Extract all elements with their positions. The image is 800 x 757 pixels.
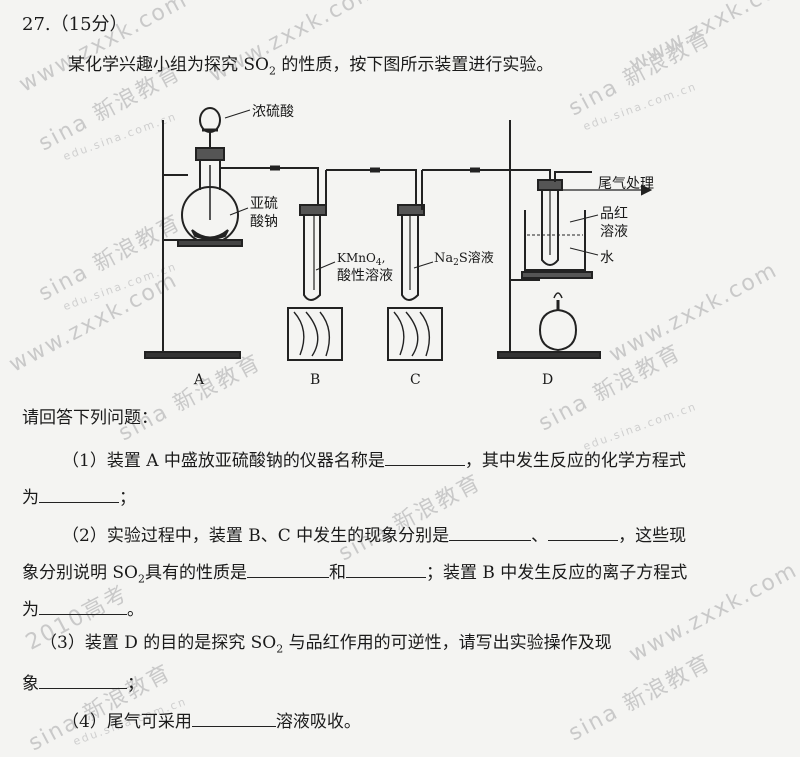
question-intro: 某化学兴趣小组为探究 SO2 的性质，按下图所示装置进行实验。 — [68, 55, 554, 78]
blank[interactable] — [384, 449, 465, 466]
watermark: sina 新浪教育 — [564, 650, 716, 747]
test-tube-d — [541, 185, 559, 266]
wooden-block-c — [387, 307, 443, 361]
label-na2s: Na2S溶液 — [434, 251, 494, 268]
label-h2so4: 浓硫酸 — [252, 104, 294, 120]
blank[interactable] — [39, 486, 119, 503]
prompt: 请回答下列问题： — [22, 408, 158, 428]
q4-line1: （4）尾气可采用溶液吸收。 — [62, 710, 361, 732]
delivery-tube — [220, 167, 319, 210]
blank[interactable] — [346, 561, 426, 578]
apparatus-figure: 浓硫酸 亚硫 酸钠 KMnO4, 酸性溶液 Na2S溶液 尾气处理 品红 溶液 … — [144, 104, 654, 388]
blank[interactable] — [247, 561, 329, 578]
label-d: D — [542, 372, 553, 388]
blank[interactable] — [191, 710, 276, 727]
blank[interactable] — [39, 598, 127, 615]
test-tube-b — [303, 210, 321, 301]
stand-base-a — [144, 351, 241, 359]
label-pinhong-2: 溶液 — [600, 224, 628, 240]
label-pinhong: 品红 — [600, 206, 628, 222]
alcohol-lamp — [538, 308, 578, 352]
q3-line1: （3）装置 D 的目的是探究 SO2 与品红作用的可逆性，请写出实验操作及现 — [40, 633, 612, 656]
label-na2so3-2: 酸钠 — [250, 214, 278, 230]
q2-line3: 为。 — [22, 598, 144, 620]
watermark: sina 新浪教育 — [24, 660, 176, 757]
label-b: B — [310, 372, 320, 388]
q1-line1: （1）装置 A 中盛放亚硫酸钠的仪器名称是，其中发生反应的化学方程式 — [62, 449, 686, 471]
label-c: C — [410, 372, 421, 388]
label-kmno4-2: 酸性溶液 — [337, 268, 393, 284]
blank[interactable] — [449, 524, 532, 541]
q3-line2: 象； — [22, 672, 144, 694]
test-tube-c — [401, 210, 419, 301]
watermark: edu.sina.com.cn — [581, 399, 699, 454]
blank[interactable] — [39, 672, 127, 689]
stopper — [195, 147, 225, 161]
q2-line2: 象分别说明 SO2具有的性质是和；装置 B 中发生反应的离子方程式 — [22, 561, 688, 586]
q1-line2: 为； — [22, 486, 136, 508]
watermark: www.zxxk.com — [625, 0, 800, 78]
wooden-block-b — [287, 307, 343, 361]
label-a: A — [193, 372, 205, 388]
beaker — [524, 210, 586, 271]
label-water: 水 — [600, 250, 614, 266]
label-na2so3: 亚硫 — [250, 196, 278, 212]
q2-line1: （2）实验过程中，装置 B、C 中发生的现象分别是、，这些现 — [62, 524, 687, 546]
separatory-funnel — [199, 107, 221, 133]
blank[interactable] — [548, 524, 619, 541]
question-number: 27.（15分） — [22, 14, 128, 35]
watermark: sina 新浪教育 — [334, 470, 486, 567]
label-kmno4: KMnO4, — [337, 251, 385, 268]
label-tail-gas: 尾气处理 — [598, 176, 654, 192]
